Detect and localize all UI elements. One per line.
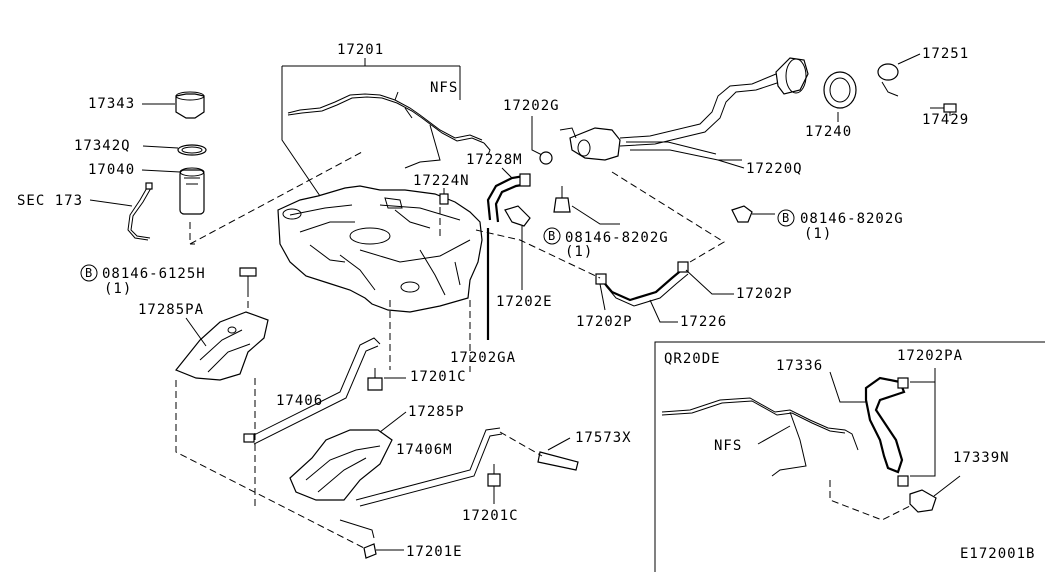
insulator-17573x[interactable] bbox=[537, 451, 579, 471]
inset-joint-17339n[interactable] bbox=[909, 489, 937, 513]
qty-08146-8202g-center: (1) bbox=[565, 244, 593, 260]
inset-label-17339n: 17339N bbox=[953, 450, 1010, 466]
filler-tube[interactable] bbox=[619, 57, 809, 161]
label-17040: 17040 bbox=[88, 162, 135, 178]
fuel-pump-seal[interactable] bbox=[177, 144, 207, 156]
clamp-17202g[interactable] bbox=[539, 151, 553, 165]
filler-cap-gasket[interactable] bbox=[823, 71, 857, 109]
label-17202g: 17202G bbox=[503, 98, 560, 114]
label-08146-8202g-center: 08146-8202G bbox=[565, 230, 669, 246]
clip-17202e[interactable] bbox=[504, 205, 531, 227]
clamp-17202p-right[interactable] bbox=[677, 261, 689, 273]
label-17220q: 17220Q bbox=[746, 161, 803, 177]
svg-text:B: B bbox=[782, 211, 790, 225]
label-17406m: 17406M bbox=[396, 442, 453, 458]
filler-bracket[interactable] bbox=[559, 127, 621, 161]
label-17573x: 17573X bbox=[575, 430, 632, 446]
label-08146-8202g-right: 08146-8202G bbox=[800, 211, 904, 227]
label-17202ga: 17202GA bbox=[450, 350, 516, 366]
bolt-08146-8202g-center[interactable] bbox=[553, 186, 571, 213]
label-17224n: 17224N bbox=[413, 173, 470, 189]
hose-17226[interactable] bbox=[599, 267, 689, 307]
label-17201c-top: 17201C bbox=[410, 369, 467, 385]
label-17201e: 17201E bbox=[406, 544, 463, 560]
filler-cap[interactable] bbox=[877, 63, 899, 97]
bolt-08146-6125h[interactable] bbox=[239, 267, 257, 290]
label-17228m: 17228M bbox=[466, 152, 523, 168]
label-17202e: 17202E bbox=[496, 294, 553, 310]
label-sec-173: SEC 173 bbox=[17, 193, 83, 209]
label-17406: 17406 bbox=[276, 393, 323, 409]
fuel-pump-lock-ring[interactable] bbox=[175, 91, 205, 119]
fuel-tank[interactable] bbox=[277, 185, 483, 313]
inset-title: QR20DE bbox=[664, 351, 721, 367]
label-17251: 17251 bbox=[922, 46, 969, 62]
inset-label-17202pa: 17202PA bbox=[897, 348, 963, 364]
label-17343: 17343 bbox=[88, 96, 135, 112]
label-17201: 17201 bbox=[337, 42, 384, 58]
screw-17429[interactable] bbox=[930, 103, 957, 113]
inset-label-17336: 17336 bbox=[776, 358, 823, 374]
valve-17224n[interactable] bbox=[439, 193, 449, 205]
heat-shield-17285pa[interactable] bbox=[175, 311, 269, 381]
heat-shield-17285p[interactable] bbox=[289, 429, 393, 501]
bolt-marker-b-left: B bbox=[80, 264, 98, 282]
bolt-08146-8202g-right[interactable] bbox=[731, 205, 775, 223]
label-17285pa: 17285PA bbox=[138, 302, 204, 318]
pump-sender-harness[interactable] bbox=[127, 182, 153, 241]
bolt-marker-b-right: B bbox=[777, 209, 795, 227]
qty-08146-6125h: (1) bbox=[104, 281, 132, 297]
bolt-17201c-bottom[interactable] bbox=[487, 464, 501, 487]
strap-17406m[interactable] bbox=[339, 427, 503, 539]
strap-17406[interactable] bbox=[243, 337, 381, 445]
label-nfs-main: NFS bbox=[430, 80, 458, 96]
diagram-code: E172001B bbox=[960, 546, 1035, 562]
label-17285p: 17285P bbox=[408, 404, 465, 420]
label-17201c-bottom: 17201C bbox=[462, 508, 519, 524]
svg-text:B: B bbox=[85, 266, 93, 280]
bolt-marker-b-center: B bbox=[543, 227, 561, 245]
inset-nfs-harness[interactable] bbox=[661, 397, 859, 477]
inset-hose-17336[interactable] bbox=[864, 376, 906, 474]
label-17226: 17226 bbox=[680, 314, 727, 330]
qty-08146-8202g-right: (1) bbox=[804, 226, 832, 242]
label-17202p-right: 17202P bbox=[736, 286, 793, 302]
fuel-pump-assembly[interactable] bbox=[179, 167, 205, 215]
label-17342q: 17342Q bbox=[74, 138, 131, 154]
label-17240: 17240 bbox=[805, 124, 852, 140]
hose-17228m[interactable] bbox=[486, 173, 531, 223]
inset-label-nfs: NFS bbox=[714, 438, 742, 454]
label-08146-6125h: 08146-6125H bbox=[102, 266, 206, 282]
inset-qr20de: QR20DE NFS 17336 17202PA 17339N bbox=[654, 341, 1045, 572]
clamp-17202p-center[interactable] bbox=[595, 273, 607, 285]
nfs-harness[interactable] bbox=[287, 91, 491, 169]
inset-clamp-17202pa[interactable] bbox=[897, 377, 909, 487]
label-17429: 17429 bbox=[922, 112, 969, 128]
bolt-17201c-top[interactable] bbox=[367, 368, 383, 391]
nut-17201e[interactable] bbox=[363, 543, 377, 559]
label-17202p-center: 17202P bbox=[576, 314, 633, 330]
svg-text:B: B bbox=[548, 229, 556, 243]
